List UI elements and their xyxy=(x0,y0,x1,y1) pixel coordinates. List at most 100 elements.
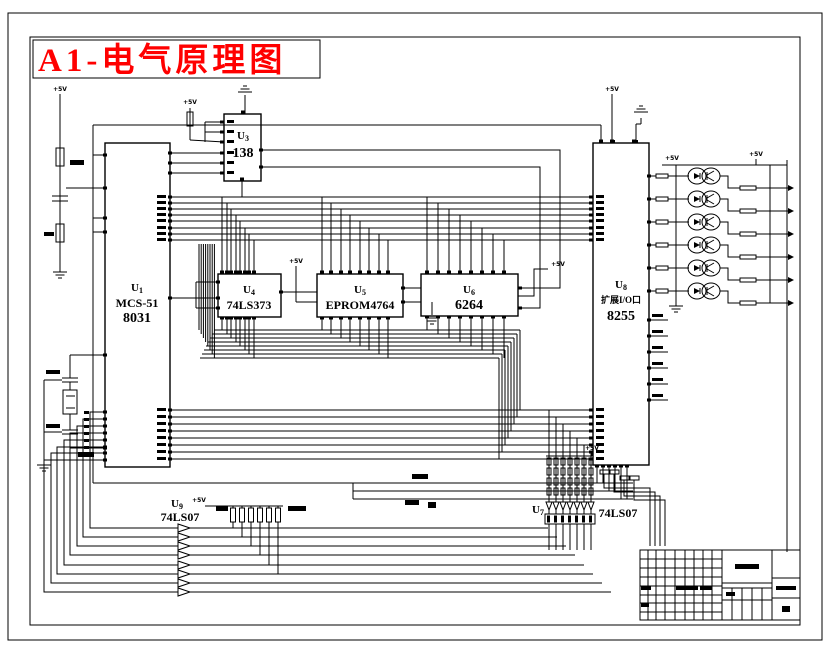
pin-tick xyxy=(589,219,593,223)
pin-tick xyxy=(613,464,617,468)
chip-body xyxy=(592,142,650,466)
connector-pin xyxy=(575,515,578,523)
vcc-label: +5V xyxy=(585,445,599,452)
chip-u5-eprom4764: U5 EPROM4764 xyxy=(316,273,404,318)
pin-tick xyxy=(238,270,242,274)
pin-tick xyxy=(589,226,593,230)
pin-tick xyxy=(589,443,593,447)
chip-ref: U3 xyxy=(237,130,249,143)
led-icon xyxy=(694,196,700,202)
optocoupler-transistor xyxy=(701,190,721,208)
title-frame xyxy=(32,39,321,79)
chip-u1-8031: U1 MCS-51 8031 xyxy=(104,142,171,468)
resistor xyxy=(655,265,669,271)
resistor xyxy=(546,477,552,486)
pin-tick xyxy=(518,306,522,310)
pin-tick xyxy=(502,315,506,319)
vcc-label: +5V xyxy=(749,151,763,158)
pin-tick xyxy=(589,429,593,433)
chip-ref: U5 xyxy=(354,284,366,297)
wire xyxy=(706,268,715,274)
pin-tick xyxy=(469,270,473,274)
buffer-icon xyxy=(177,532,192,542)
pin-tick xyxy=(220,151,224,155)
resistor xyxy=(257,507,263,523)
pin-tick xyxy=(589,422,593,426)
label-smudge xyxy=(652,394,663,397)
wire xyxy=(82,418,178,538)
vcc-label: +5V xyxy=(289,258,303,265)
pin-tick xyxy=(625,464,629,468)
pin-tick xyxy=(619,464,623,468)
pin-tick xyxy=(234,270,238,274)
pin-tick xyxy=(480,315,484,319)
vcc-label: +5V xyxy=(53,86,67,93)
resistor xyxy=(55,223,65,243)
wire xyxy=(706,285,715,291)
label-smudge xyxy=(676,586,698,590)
resistor xyxy=(553,457,559,466)
pin-tick xyxy=(611,140,615,143)
resistor xyxy=(248,507,254,523)
pin-number-smudge xyxy=(84,418,89,421)
pin-tick xyxy=(240,177,244,181)
pin-label-smudge xyxy=(227,120,234,123)
pin-tick xyxy=(386,316,390,320)
buffer-icon xyxy=(177,578,192,588)
pin-number-smudge xyxy=(84,432,89,435)
pin-tick xyxy=(229,316,233,320)
resistor xyxy=(581,487,587,496)
pin-label-smudge xyxy=(157,213,166,216)
pin-tick xyxy=(367,316,371,320)
label-smudge xyxy=(70,160,84,165)
resistor xyxy=(574,457,580,466)
pin-tick xyxy=(220,171,224,175)
led-icon xyxy=(694,288,700,294)
sheet-borders xyxy=(7,12,823,641)
pin-tick xyxy=(425,315,429,319)
pin-tick xyxy=(436,270,440,274)
pin-label-smudge xyxy=(157,436,166,439)
wire xyxy=(706,291,715,297)
chip-body xyxy=(316,273,404,318)
chip-name: EPROM4764 xyxy=(326,298,395,312)
resistor xyxy=(560,477,566,486)
vcc-label: +5V xyxy=(192,497,206,504)
pin-label-smudge xyxy=(596,195,604,198)
resistor xyxy=(567,477,573,486)
buffer-icon xyxy=(559,501,567,512)
label-smudge xyxy=(652,362,663,365)
pin-tick xyxy=(377,316,381,320)
pin-tick xyxy=(339,270,343,274)
buffer-icon xyxy=(573,501,581,512)
pin-number-smudge xyxy=(84,411,89,414)
optocoupler-led xyxy=(687,282,707,300)
pin-tick xyxy=(220,140,224,144)
pin-tick xyxy=(589,408,593,412)
pin-tick xyxy=(225,316,229,320)
pin-number-smudge xyxy=(84,439,89,442)
wire xyxy=(706,239,715,245)
pin-label-smudge xyxy=(157,429,166,432)
resistor xyxy=(655,242,669,248)
connector-pin xyxy=(554,515,557,523)
pin-label-smudge xyxy=(157,238,166,241)
chip-ref: U8 xyxy=(615,279,627,292)
buffer-icon xyxy=(545,501,553,512)
wire xyxy=(633,480,666,546)
label-smudge xyxy=(288,506,306,511)
optocoupler-transistor xyxy=(701,236,721,254)
pin-tick xyxy=(238,316,242,320)
pin-tick xyxy=(225,270,229,274)
wire xyxy=(706,222,715,228)
wire xyxy=(189,139,225,143)
pin-tick xyxy=(447,270,451,274)
label-smudge xyxy=(428,502,436,508)
label-smudge xyxy=(46,370,60,374)
connector-pin xyxy=(547,515,550,523)
pin-tick xyxy=(425,270,429,274)
wire xyxy=(43,459,178,593)
label-smudge xyxy=(46,424,60,428)
